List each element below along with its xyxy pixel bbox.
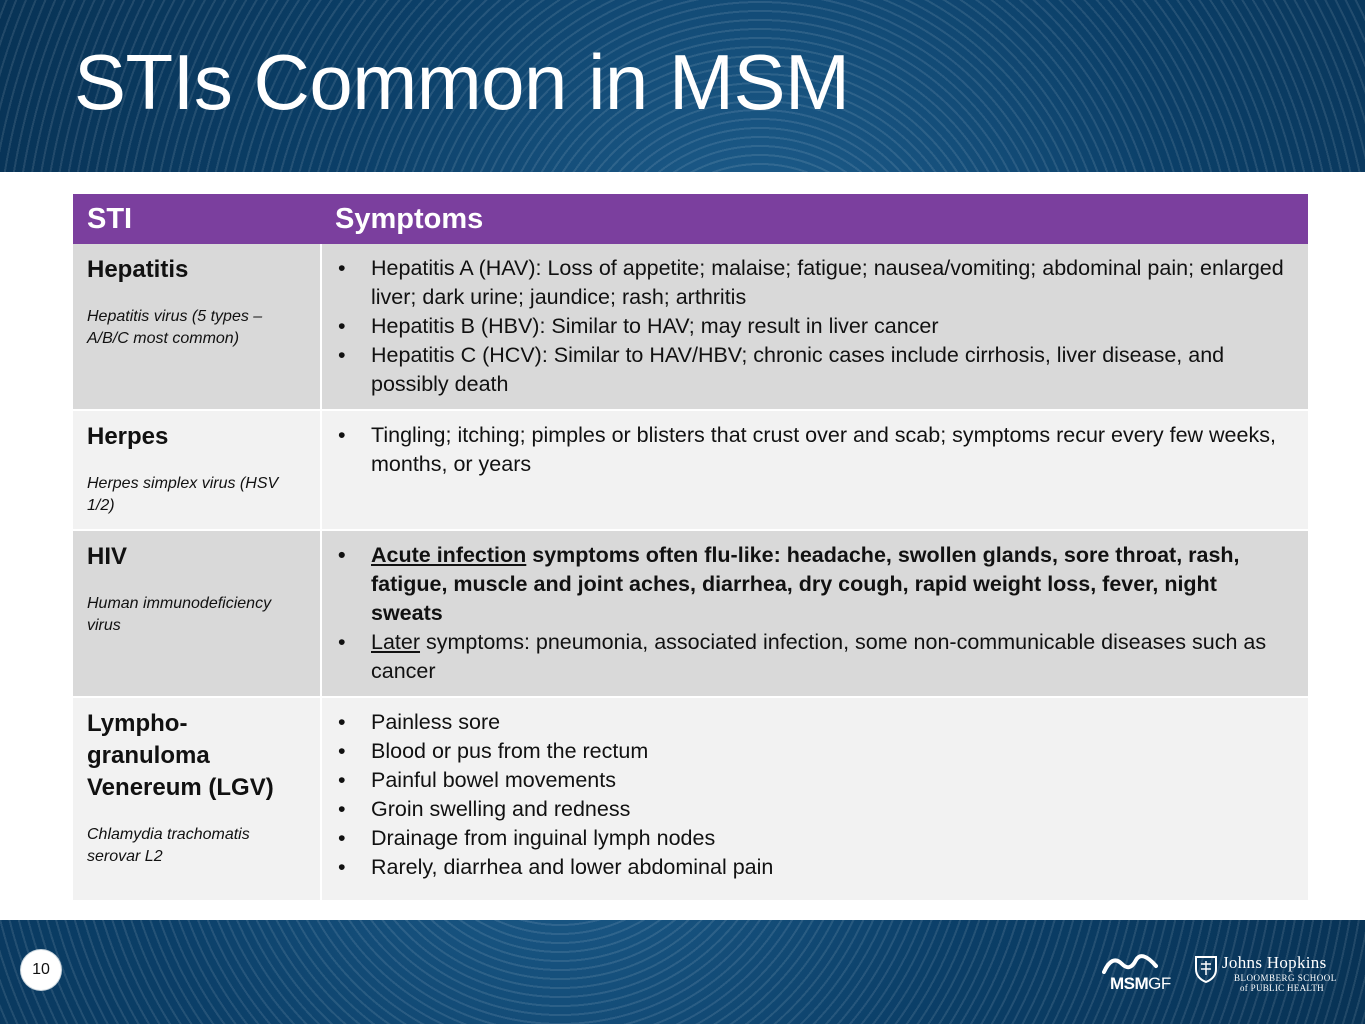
sti-name: HIV [87,543,128,570]
header-sti: STI [73,194,321,244]
symptom-list: Hepatitis A (HAV): Loss of appetite; mal… [336,254,1294,399]
symptoms-cell: Painless sore Blood or pus from the rect… [321,696,1308,900]
sti-name: Lympho-granuloma Venereum (LGV) [87,710,274,801]
symptom-item: Acute infection symptoms often flu-like:… [336,541,1294,628]
sti-agent: Human immunodeficiency virus [87,595,272,634]
symptom-item: Hepatitis A (HAV): Loss of appetite; mal… [336,254,1294,312]
sti-agent: Chlamydia trachomatis serovar L2 [87,826,250,865]
sti-name: Hepatitis [87,256,189,283]
sti-name: Herpes [87,423,169,450]
symptom-lead: Acute infection [371,543,527,567]
symptom-item: Painless sore [336,708,1294,737]
symptom-item: Rarely, diarrhea and lower abdominal pai… [336,853,1294,882]
symptom-item: Groin swelling and redness [336,795,1294,824]
symptom-item: Hepatitis C (HCV): Similar to HAV/HBV; c… [336,341,1294,399]
sti-cell: Herpes Herpes simplex virus (HSV 1/2) [73,409,322,530]
symptom-text: symptoms: pneumonia, associated infectio… [371,630,1267,683]
symptom-item: Later symptoms: pneumonia, associated in… [336,628,1294,686]
jhu-name: Johns Hopkins [1222,953,1327,972]
symptom-item: Tingling; itching; pimples or blisters t… [336,421,1294,479]
symptom-text: symptoms often flu-like: headache, swoll… [371,543,1240,625]
symptom-item: Blood or pus from the rectum [336,737,1294,766]
msmgf-text-msm: MSM [1110,974,1149,993]
table-row-hiv: HIV Human immunodeficiency virus Acute i… [73,529,1308,697]
msmgf-logo: MSMGF [1100,952,1172,994]
jhu-public-health: of PUBLIC HEALTH [1240,983,1324,993]
sti-table: STI Symptoms Hepatitis Hepatitis virus (… [73,194,1308,900]
symptoms-cell: Hepatitis A (HAV): Loss of appetite; mal… [321,244,1308,410]
table-header-row: STI Symptoms [73,194,1308,244]
symptom-item: Painful bowel movements [336,766,1294,795]
header-symptoms: Symptoms [321,194,1308,244]
sti-agent: Herpes simplex virus (HSV 1/2) [87,475,279,514]
sti-agent: Hepatitis virus (5 types – A/B/C most co… [87,308,263,347]
table-row-herpes: Herpes Herpes simplex virus (HSV 1/2) Ti… [73,409,1308,530]
sti-cell: HIV Human immunodeficiency virus [73,529,322,697]
jhu-shield-icon [1195,956,1217,983]
symptoms-cell: Acute infection symptoms often flu-like:… [321,529,1308,697]
msmgf-text: MSMGF [1110,974,1171,994]
symptom-list: Acute infection symptoms often flu-like:… [336,541,1294,686]
page-number: 10 [21,950,61,990]
slide-title: STIs Common in MSM [74,38,850,126]
sti-cell: Lympho-granuloma Venereum (LGV) Chlamydi… [73,696,322,900]
symptom-list: Painless sore Blood or pus from the rect… [336,708,1294,882]
table-row-hepatitis: Hepatitis Hepatitis virus (5 types – A/B… [73,244,1308,410]
sti-cell: Hepatitis Hepatitis virus (5 types – A/B… [73,244,322,410]
header-background [0,0,1365,172]
symptom-item: Drainage from inguinal lymph nodes [336,824,1294,853]
jhu-school: BLOOMBERG SCHOOL [1234,973,1337,983]
jhu-logo: Johns Hopkins BLOOMBERG SCHOOL of PUBLIC… [1194,953,1344,993]
symptom-lead: Later [371,630,421,654]
footer-background [0,920,1365,1024]
msmgf-wave-icon [1102,954,1158,974]
msmgf-text-gf: GF [1148,974,1171,993]
symptom-list: Tingling; itching; pimples or blisters t… [336,421,1294,479]
symptom-item: Hepatitis B (HBV): Similar to HAV; may r… [336,312,1294,341]
table-row-lgv: Lympho-granuloma Venereum (LGV) Chlamydi… [73,696,1308,900]
symptoms-cell: Tingling; itching; pimples or blisters t… [321,409,1308,530]
